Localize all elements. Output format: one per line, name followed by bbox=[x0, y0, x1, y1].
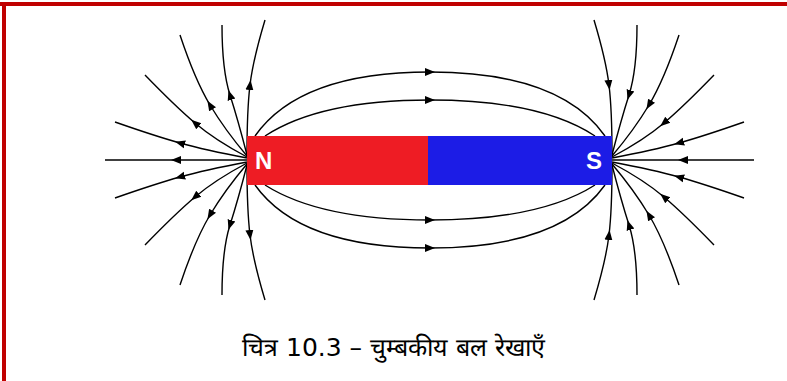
north-pole: N bbox=[247, 136, 428, 185]
field-line bbox=[180, 35, 247, 156]
field-line bbox=[115, 162, 247, 198]
pole-letter: S bbox=[586, 149, 602, 173]
field-line bbox=[115, 122, 247, 158]
page-border-left bbox=[2, 2, 6, 381]
field-line bbox=[222, 165, 247, 295]
field-line bbox=[594, 166, 612, 300]
field-line bbox=[612, 165, 637, 295]
field-line bbox=[612, 122, 744, 158]
page-border-top bbox=[0, 2, 787, 6]
field-line bbox=[255, 185, 605, 248]
field-line bbox=[145, 75, 247, 157]
field-line bbox=[612, 75, 714, 157]
pole-letter: N bbox=[255, 149, 272, 173]
field-line bbox=[612, 164, 679, 285]
field-line bbox=[612, 163, 714, 245]
field-line bbox=[255, 72, 605, 136]
field-line bbox=[265, 100, 595, 136]
field-line bbox=[612, 162, 744, 198]
field-line bbox=[222, 25, 247, 155]
figure-caption: चित्र 10.3 – चुम्बकीय बल रेखाएँ bbox=[0, 330, 787, 365]
field-line bbox=[180, 164, 247, 285]
field-line bbox=[612, 35, 679, 156]
field-line bbox=[612, 159, 754, 160]
field-line bbox=[265, 185, 595, 220]
field-line bbox=[105, 159, 247, 160]
south-pole: S bbox=[428, 136, 612, 185]
field-line-group bbox=[105, 20, 754, 300]
field-line bbox=[145, 163, 247, 245]
field-line bbox=[612, 25, 637, 155]
